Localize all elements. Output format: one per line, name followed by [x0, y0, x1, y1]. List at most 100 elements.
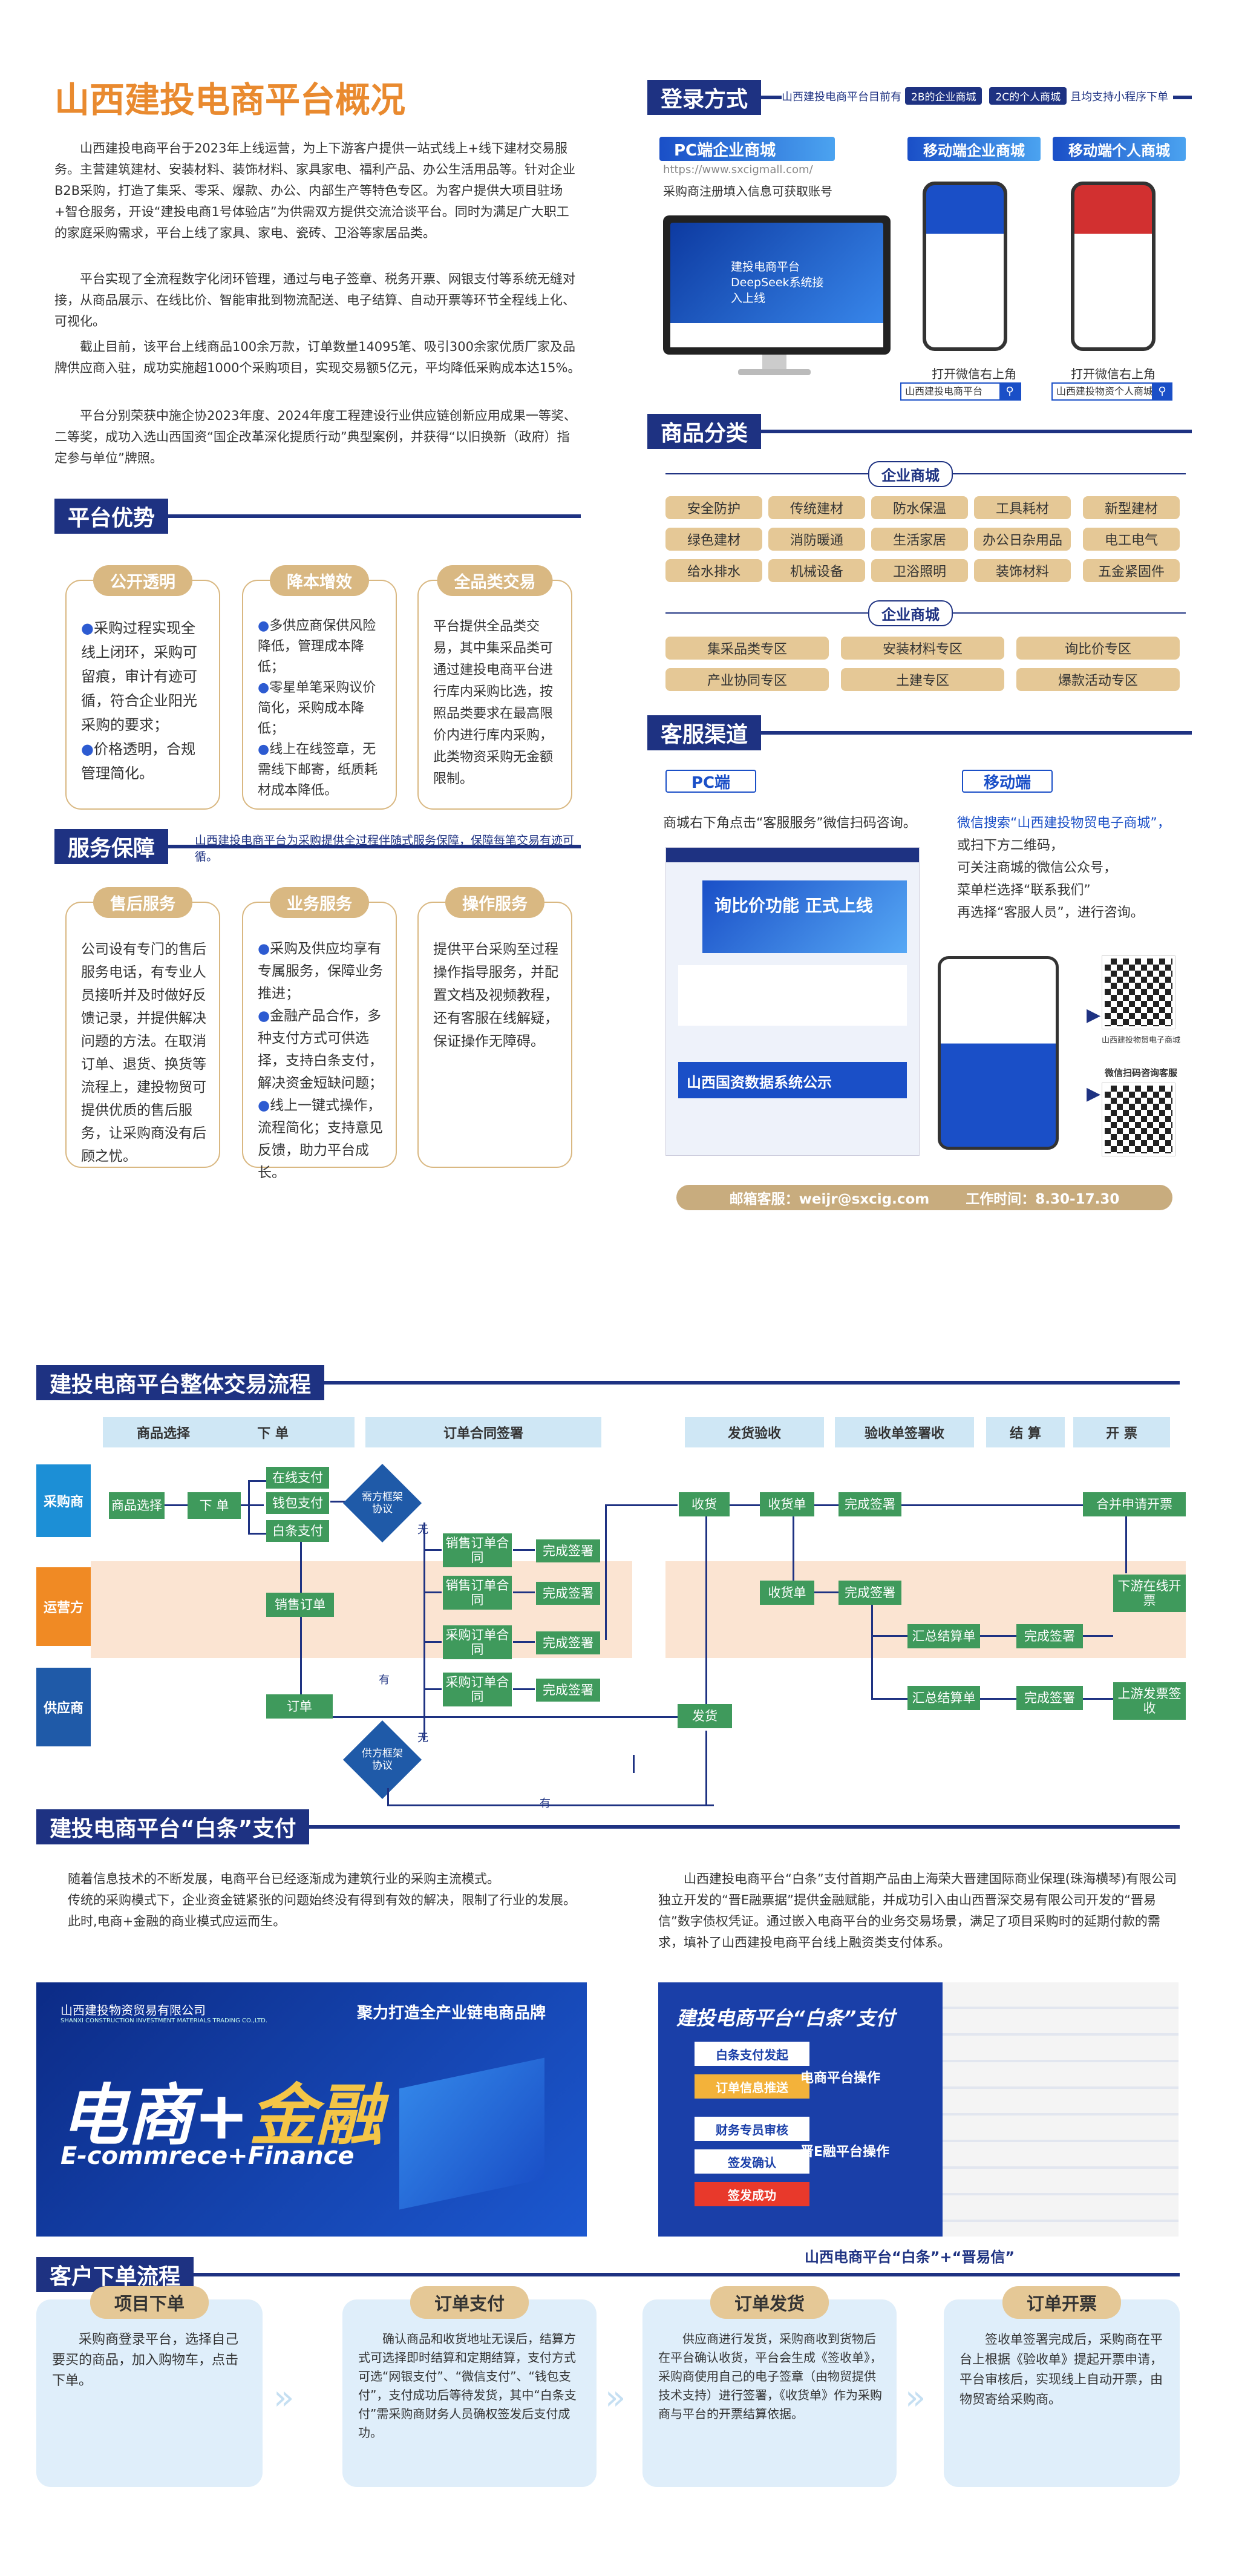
flow-connector — [423, 1549, 442, 1551]
flow-connector — [871, 1635, 907, 1637]
advantage-card-cost: 降本增效 ●多供应商保供风险降低，管理成本降低； ●零星单笔采购议价简化，采购成… — [242, 565, 397, 810]
category-subhead-2: 企业商城 — [868, 600, 953, 626]
mobile-desc-line: 菜单栏选择“联系我们” — [957, 883, 1091, 898]
flow-label-none: 无 — [417, 1524, 428, 1536]
flow-step-down-invoice: 下游在线开票 — [1113, 1575, 1186, 1612]
flow-connector — [423, 1522, 425, 1740]
category-chip[interactable]: 办公日杂用品 — [974, 528, 1071, 551]
support-pc-desc: 商城右下角点击“客服服务”微信扫码咨询。 — [663, 816, 917, 831]
flow-label-none-2: 无 — [417, 1732, 428, 1745]
flow-connector — [980, 1635, 1016, 1637]
flow-step-summary-1: 汇总结算单 — [907, 1624, 980, 1648]
flow-connector — [793, 1513, 794, 1591]
flow-step-sales-contract-1: 销售订单合同 — [443, 1533, 512, 1567]
flow-step-merge-invoice: 合并申请开票 — [1083, 1492, 1186, 1516]
category-chip[interactable]: 电工电气 — [1083, 528, 1180, 551]
flow-step-order: 下 单 — [188, 1492, 241, 1519]
supplier-framework-label: 供方框架协议 — [362, 1748, 403, 1772]
category-chip[interactable]: 机械设备 — [768, 559, 865, 582]
zone-chip[interactable]: 安装材料专区 — [841, 637, 1004, 660]
category-chip[interactable]: 防水保温 — [871, 496, 968, 519]
flow-connector — [513, 1641, 535, 1643]
support-footer: 邮箱客服：weijr@sxcig.com 工作时间：8.30-17.30 — [676, 1185, 1172, 1210]
flow-connector — [1125, 1513, 1127, 1573]
iou-flow-banner: 建投电商平台“白条”支付 白条支付发起 订单信息推送 财务专员审核 签发确认 签… — [658, 1982, 1179, 2237]
flow-connector — [330, 1501, 355, 1503]
iou-op-2: 晋E融平台操作 — [800, 2145, 890, 2160]
overview-title: 山西建投电商平台概况 — [54, 79, 406, 120]
search-icon[interactable]: ⚲ — [999, 384, 1020, 399]
flow-connector — [387, 1804, 714, 1806]
category-chip[interactable]: 装饰材料 — [974, 559, 1071, 582]
category-chip[interactable]: 安全防护 — [665, 496, 762, 519]
mobile-personal-label: 移动端个人商城 — [1053, 137, 1186, 161]
card-tag: 公开透明 — [93, 565, 192, 596]
flow-connector — [513, 1688, 535, 1690]
zone-chip[interactable]: 产业协同专区 — [665, 668, 829, 691]
support-hours: 工作时间：8.30-17.30 — [966, 1191, 1120, 1207]
support-header: 客服渠道 — [647, 715, 1192, 750]
arrow-icon: ▶ — [1087, 1083, 1101, 1104]
flow-connector — [814, 1591, 839, 1593]
login-note-b: 且均支持小程序下单 — [1070, 90, 1169, 103]
support-email[interactable]: 邮箱客服：weijr@sxcig.com — [729, 1191, 930, 1207]
order-step-3: 订单发货 供应商进行发货，采购商收到货物后在平台确认收货，平台会生成《签收单》，… — [642, 2286, 897, 2487]
card-tag: 业务服务 — [270, 887, 369, 918]
card-item: 采购及供应均享有专属服务，保障业务推进； — [258, 941, 383, 1001]
banner-company: 山西建投物资贸易有限公司 — [60, 2003, 206, 2017]
login-header: 登录方式 山西建投电商平台目前有 2B的企业商城 2C的个人商城 且均支持小程序… — [647, 80, 1192, 115]
mobile-enterprise-caption: 打开微信右上角 — [932, 367, 1016, 381]
category-chip[interactable]: 五金紧固件 — [1083, 559, 1180, 582]
order-step-text: 采购商登录平台，选择自己要买的商品，加入购物车，点击下单。 — [52, 2332, 239, 2388]
iou-step-1: 白条支付发起 — [695, 2042, 809, 2066]
mobile-desc-line: 再选择“客服人员”，进行咨询。 — [957, 905, 1144, 920]
flow-label-has: 有 — [379, 1674, 390, 1686]
flow-step-online-pay: 在线支付 — [266, 1467, 329, 1489]
overview-paragraph-3: 截止目前，该平台上线商品100余万款，订单数量14095笔、吸引300余家优质厂… — [54, 339, 581, 375]
category-chip[interactable]: 生活家居 — [871, 528, 968, 551]
zone-chip[interactable]: 爆款活动专区 — [1016, 668, 1180, 691]
category-chip[interactable]: 绿色建材 — [665, 528, 762, 551]
flow-label-has-2: 有 — [540, 1797, 551, 1810]
iou-title: 建投电商平台“白条”支付 — [36, 1809, 310, 1844]
flow-col-header: 开 票 — [1073, 1417, 1170, 1447]
flow-step-order-supplier: 订单 — [266, 1694, 333, 1719]
qr-caption-2: 微信扫码咨询客服 — [1104, 1067, 1177, 1078]
banner-big-1: 电商+ — [60, 2077, 250, 2154]
arrow-icon: ▶ — [1087, 1005, 1101, 1026]
category-chip[interactable]: 消防暖通 — [768, 528, 865, 551]
advantage-card-transparency: 公开透明 ●采购过程实现全线上闭环，采购可留痕，审计有迹可循，符合企业阳光采购的… — [65, 565, 220, 810]
qr-code-icon — [1102, 955, 1175, 1029]
zone-chip[interactable]: 询比价专区 — [1016, 637, 1180, 660]
overview-paragraph-4: 平台分别荣获中施企协2023年度、2024年度工程建设行业供应链创新应用成果一等… — [54, 408, 577, 465]
flow-step-done-1: 完成签署 — [536, 1539, 600, 1562]
category-chip[interactable]: 给水排水 — [665, 559, 762, 582]
flow-step-sales-order: 销售订单 — [266, 1593, 334, 1617]
service-card-aftersales: 售后服务 公司设有专门的售后服务电话，有专业人员接听并及时做好反馈记录，并提供解… — [65, 887, 220, 1168]
category-chip[interactable]: 新型建材 — [1083, 496, 1180, 519]
banner-company-en: SHANXI CONSTRUCTION INVESTMENT MATERIALS… — [60, 2017, 268, 2024]
support-pc-label: PC端 — [665, 770, 756, 793]
zone-chip[interactable]: 土建专区 — [841, 668, 1004, 691]
order-step-1: 项目下单 采购商登录平台，选择自己要买的商品，加入购物车，点击下单。 — [36, 2286, 263, 2487]
search-icon[interactable]: ⚲ — [1152, 384, 1172, 399]
flow-connector — [423, 1591, 442, 1593]
support-title: 客服渠道 — [647, 715, 762, 750]
chevron-right-icon: » — [273, 2378, 295, 2417]
store-url[interactable]: https://www.sxcigmall.com/ — [663, 163, 813, 176]
flow-connector — [705, 1513, 707, 1706]
category-chip[interactable]: 工具耗材 — [974, 496, 1071, 519]
category-chip[interactable]: 传统建材 — [768, 496, 865, 519]
categories-title: 商品分类 — [647, 414, 762, 449]
order-step-text: 供应商进行发货，采购商收到货物后在平台确认收货，平台会生成《签收单》，采购商使用… — [658, 2332, 882, 2421]
category-chip[interactable]: 卫浴照明 — [871, 559, 968, 582]
iou-paragraph: 此时,电商+金融的商业模式应运而生。 — [68, 1914, 286, 1929]
flow-header: 建投电商平台整体交易流程 — [36, 1365, 1180, 1400]
banner-big-2: 金融 — [249, 2077, 383, 2154]
order-step-tag: 订单开票 — [1002, 2286, 1122, 2319]
service-card-business: 业务服务 ●采购及供应均享有专属服务，保障业务推进； ●金融产品合作，多种支付方… — [242, 887, 397, 1181]
zone-chip[interactable]: 集采品类专区 — [665, 637, 829, 660]
order-step-4: 订单开票 签收单签署完成后，采购商在平台上根据《验收单》提起开票申请，平台审核后… — [944, 2286, 1180, 2487]
pc-banner-2: 山西国资数据系统公示 — [678, 1062, 907, 1098]
search-box-enterprise[interactable]: 山西建投电商平台 — [900, 382, 1021, 401]
